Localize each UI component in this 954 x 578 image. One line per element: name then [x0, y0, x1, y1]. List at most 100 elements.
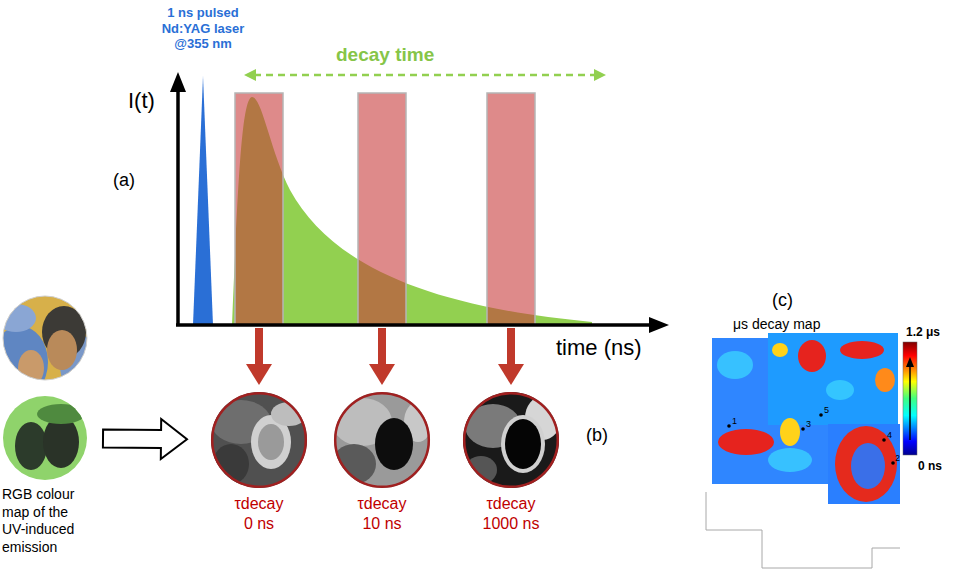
- axes: [170, 72, 669, 333]
- arrow-head: [369, 364, 395, 385]
- axis-label: I(t): [128, 88, 155, 114]
- callout-number: 5: [824, 405, 829, 416]
- axis-label: time (ns): [556, 335, 642, 361]
- decay-map: [712, 333, 900, 504]
- emission-map-circle: RGB colour map of the UV-induced emissio…: [3, 396, 87, 480]
- gate-windows: [235, 93, 535, 325]
- image-ground: [3, 396, 87, 480]
- arrow-shaft: [378, 328, 386, 366]
- arrow-head: [498, 364, 524, 385]
- point-marker: [882, 438, 886, 442]
- caption-block: τdecay0 ns: [189, 494, 329, 534]
- image-shape: [375, 418, 413, 470]
- circle-border: [212, 393, 306, 487]
- callout-number: 2: [895, 453, 900, 464]
- painting-detail: [0, 290, 100, 398]
- circle-outline: [211, 392, 307, 488]
- map-patch: [768, 448, 812, 472]
- colour-scale: [903, 342, 917, 455]
- map-blob: [772, 343, 788, 357]
- map-tile: [828, 424, 900, 504]
- face: [47, 330, 77, 370]
- circle-outline: [3, 396, 87, 480]
- node-caption: 1000 ns: [441, 514, 581, 534]
- gated-image-circle: τdecay0 ns: [211, 392, 307, 488]
- image-shape: [505, 419, 541, 469]
- arrow-head: [594, 69, 606, 81]
- panel-letter: (c): [772, 290, 793, 312]
- panel-letter: (a): [113, 170, 135, 192]
- image-shape: [15, 422, 47, 470]
- y-axis: [176, 86, 180, 326]
- map-title: μs decay map: [733, 316, 820, 333]
- image-detail: [3, 396, 87, 480]
- map-blob: [835, 426, 897, 502]
- map-blob: [875, 368, 895, 392]
- node-caption: RGB colour map of the UV-induced emissio…: [2, 486, 92, 556]
- gated-image-circle: τdecay10 ns: [334, 392, 430, 488]
- image-detail: [332, 392, 432, 488]
- callout-number: 3: [806, 419, 811, 430]
- point-marker: [891, 461, 895, 465]
- arrow-head: [649, 317, 669, 333]
- map-blob: [840, 341, 884, 359]
- laser-pulse: [193, 76, 213, 325]
- arrow-head: [170, 72, 186, 92]
- node-caption: τdecay: [441, 494, 581, 514]
- dashed-line: [254, 74, 596, 77]
- caption-block: τdecay1000 ns: [441, 494, 581, 534]
- node-caption: 0 ns: [189, 514, 329, 534]
- arrow-shaft: [507, 328, 515, 366]
- arrow-head: [244, 69, 256, 81]
- callout-number: 4: [887, 430, 892, 441]
- decay-time-label: decay time: [336, 44, 434, 67]
- circle-border: [464, 393, 558, 487]
- map-patch: [826, 380, 854, 400]
- headscarf: [0, 326, 48, 398]
- block-arrow: [103, 419, 187, 459]
- gated-image-circle: τdecay1000 ns: [463, 392, 559, 488]
- decay-time-arrow: [244, 69, 606, 81]
- node-caption: τdecay: [189, 494, 329, 514]
- map-blob: [780, 418, 800, 446]
- face: [18, 350, 44, 386]
- callout-number: 1: [732, 416, 737, 427]
- scale-label: 1.2 μs: [906, 325, 940, 339]
- decay-curve: [232, 97, 592, 325]
- image-detail: [463, 392, 561, 488]
- headscarf: [0, 304, 36, 332]
- colour-bar: [903, 342, 917, 455]
- node-caption: τdecay: [312, 494, 452, 514]
- image-detail: [211, 392, 307, 488]
- x-axis: [176, 323, 654, 327]
- gate-window: [358, 93, 406, 325]
- map-tile: [768, 333, 898, 425]
- arrow-head: [246, 364, 272, 385]
- circle-outline: [334, 392, 430, 488]
- image-ground: [211, 392, 307, 488]
- arrow-shaft: [255, 328, 263, 366]
- image-shape: [501, 415, 545, 473]
- image-ground: [463, 392, 559, 488]
- point-marker: [801, 427, 805, 431]
- map-blob: [718, 429, 774, 455]
- caption-block: RGB colour map of the UV-induced emissio…: [2, 486, 92, 556]
- point-marker: [727, 424, 731, 428]
- image-shape: [258, 424, 284, 460]
- gate-window: [487, 93, 535, 325]
- painting-outline: [3, 296, 87, 380]
- scale-arrow: [909, 366, 911, 440]
- circle-outline: [463, 392, 559, 488]
- arrow-head: [906, 357, 914, 367]
- laser-label: 1 ns pulsed Nd:YAG laser @355 nm: [155, 5, 251, 52]
- map-blob: [851, 443, 885, 489]
- scale-label: 0 ns: [918, 459, 942, 473]
- gate-arrows: [246, 328, 524, 385]
- gate-window: [235, 93, 283, 325]
- map-patch: [717, 351, 753, 379]
- panel-letter: (b): [586, 425, 608, 447]
